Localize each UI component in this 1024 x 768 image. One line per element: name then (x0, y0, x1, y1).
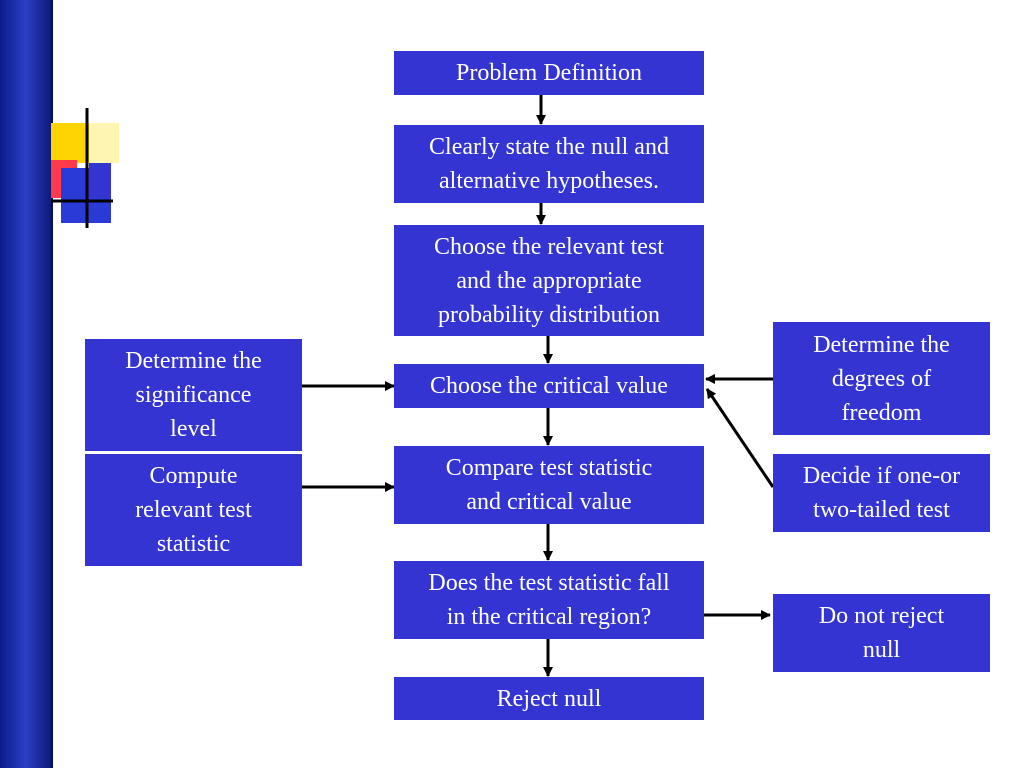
box-choose-critical-value: Choose the critical value (394, 364, 704, 408)
box-do-not-reject: Do not reject null (773, 594, 990, 672)
box-compute-statistic: Compute relevant test statistic (85, 454, 302, 566)
decorative-squares-icon (51, 108, 119, 228)
box-reject-null: Reject null (394, 677, 704, 720)
box-choose-test: Choose the relevant test and the appropr… (394, 225, 704, 336)
box-critical-region-question: Does the test statistic fall in the crit… (394, 561, 704, 639)
box-significance-level: Determine the significance level (85, 339, 302, 451)
box-compare: Compare test statistic and critical valu… (394, 446, 704, 524)
box-problem-definition: Problem Definition (394, 51, 704, 95)
arrow-tailed-to-critical (705, 388, 775, 488)
box-one-or-two-tailed: Decide if one-or two-tailed test (773, 454, 990, 532)
box-state-hypotheses: Clearly state the null and alternative h… (394, 125, 704, 203)
box-degrees-of-freedom: Determine the degrees of freedom (773, 322, 990, 435)
sidebar-decoration (0, 0, 53, 768)
